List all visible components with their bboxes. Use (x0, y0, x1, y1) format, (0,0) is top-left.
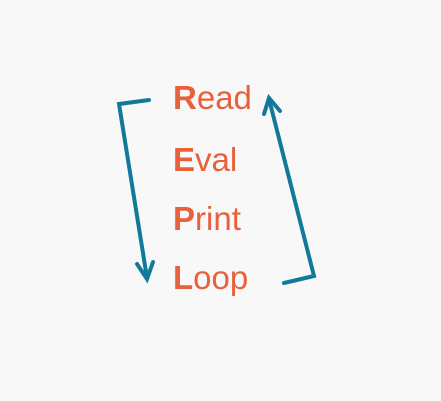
up-arrow-head (262, 93, 282, 116)
down-arrow-shaft (116, 98, 151, 280)
word-print-initial: P (173, 200, 196, 237)
word-eval: Eval (173, 140, 237, 180)
word-eval-initial: E (173, 141, 196, 178)
word-loop: Loop (173, 258, 248, 298)
word-eval-rest: val (195, 141, 238, 178)
down-arrow (116, 98, 155, 284)
word-read-initial: R (173, 79, 197, 116)
word-print: Print (173, 199, 241, 239)
up-arrow (262, 93, 317, 285)
word-loop-initial: L (173, 259, 194, 296)
word-read: Read (173, 78, 252, 118)
word-read-rest: ead (196, 79, 252, 116)
up-arrow-shaft (267, 97, 317, 285)
word-print-rest: rint (195, 200, 241, 237)
down-arrow-head (135, 260, 155, 284)
word-loop-rest: oop (193, 259, 249, 296)
